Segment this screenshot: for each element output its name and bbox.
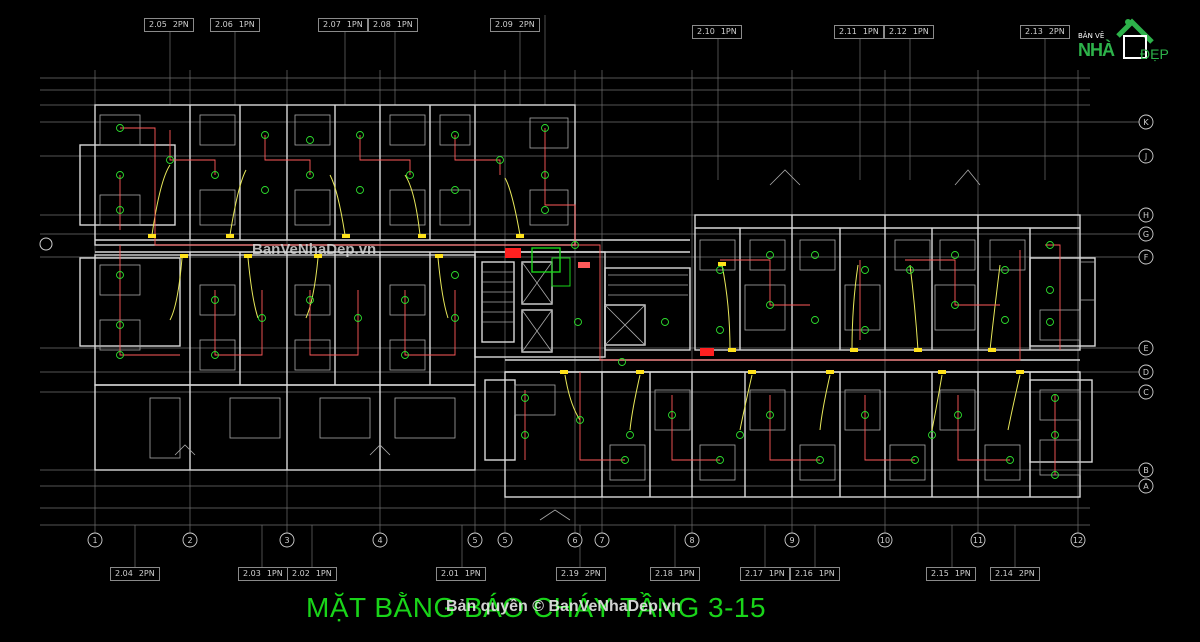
row-bubble-label: C xyxy=(1143,388,1149,397)
row-bubble-label: G xyxy=(1143,230,1149,239)
row-grid-bubbles: K J H G F E D C BA xyxy=(39,114,1154,494)
row-bubble-label: D xyxy=(1143,368,1149,377)
column-bubble-label: 9 xyxy=(789,536,794,545)
row-bubble-label: H xyxy=(1143,211,1149,220)
column-bubble: 2 xyxy=(182,532,198,548)
row-bubble-label: J xyxy=(1144,152,1147,161)
smoke-detectors xyxy=(116,124,1059,479)
column-bubble: 1 xyxy=(87,532,103,548)
column-bubble-label: 6 xyxy=(572,536,577,545)
logo-dep-text: ĐẸP xyxy=(1140,46,1169,62)
row-bubble: A xyxy=(1138,478,1154,494)
column-bubble: 5 xyxy=(497,532,513,548)
row-bubble-label: E xyxy=(1143,344,1148,353)
house-icon xyxy=(1116,18,1154,59)
row-bubble-label: F xyxy=(1144,253,1149,262)
column-bubble-label: 8 xyxy=(689,536,694,545)
row-bubble: C xyxy=(1138,384,1154,400)
alarm-bells xyxy=(148,234,1024,374)
column-bubble-label: 10 xyxy=(880,536,890,545)
column-bubble-label: 5 xyxy=(502,536,507,545)
column-bubble: 9 xyxy=(784,532,800,548)
row-bubble: F xyxy=(1138,249,1154,265)
column-bubble-label: 3 xyxy=(284,536,289,545)
row-bubble: H xyxy=(1138,207,1154,223)
door-swings xyxy=(151,164,1021,431)
row-bubble-label: K xyxy=(1143,118,1149,127)
fire-alarm-panel xyxy=(505,247,714,356)
column-bubble: 12 xyxy=(1070,532,1086,548)
column-bubble: 4 xyxy=(372,532,388,548)
column-bubble: 8 xyxy=(684,532,700,548)
column-bubble-label: 11 xyxy=(973,536,983,545)
logo-small-text: BẢN VẼ xyxy=(1078,32,1105,40)
column-bubble: 5 xyxy=(467,532,483,548)
section-marker xyxy=(39,237,53,251)
fire-alarm-wiring xyxy=(119,127,1061,475)
banvenhadep-logo: BẢN VẼ NHÀ ĐẸP xyxy=(1074,10,1192,62)
column-bubble: 7 xyxy=(594,532,610,548)
row-bubble: J xyxy=(1138,148,1154,164)
room-details xyxy=(99,114,1095,521)
watermark-center: BanVeNhaDep.vn xyxy=(252,241,377,258)
drawing-title: MẶT BẰNG BÁO CHÁY TẦNG 3-15 xyxy=(306,592,767,623)
row-bubble: E xyxy=(1138,340,1154,356)
row-bubble: B xyxy=(1138,462,1154,478)
row-bubble-label: A xyxy=(1143,482,1149,491)
column-bubble-label: 1 xyxy=(92,536,97,545)
column-bubble-label: 12 xyxy=(1073,536,1083,545)
row-bubble: K xyxy=(1138,114,1154,130)
watermark-bottom: Bản quyền © BanVeNhaDep.vn xyxy=(446,598,681,615)
row-bubble: D xyxy=(1138,364,1154,380)
column-bubble-label: 4 xyxy=(377,536,382,545)
column-bubble: 11 xyxy=(970,532,986,548)
logo-nha-text: NHÀ xyxy=(1078,40,1115,60)
row-bubble: G xyxy=(1138,226,1154,242)
column-bubble-label: 5 xyxy=(472,536,477,545)
column-bubble-label: 7 xyxy=(599,536,604,545)
column-bubble: 10 xyxy=(877,532,893,548)
row-bubble-label: B xyxy=(1143,466,1149,475)
column-bubble: 3 xyxy=(279,532,295,548)
column-bubble: 6 xyxy=(567,532,583,548)
column-bubble-label: 2 xyxy=(187,536,192,545)
